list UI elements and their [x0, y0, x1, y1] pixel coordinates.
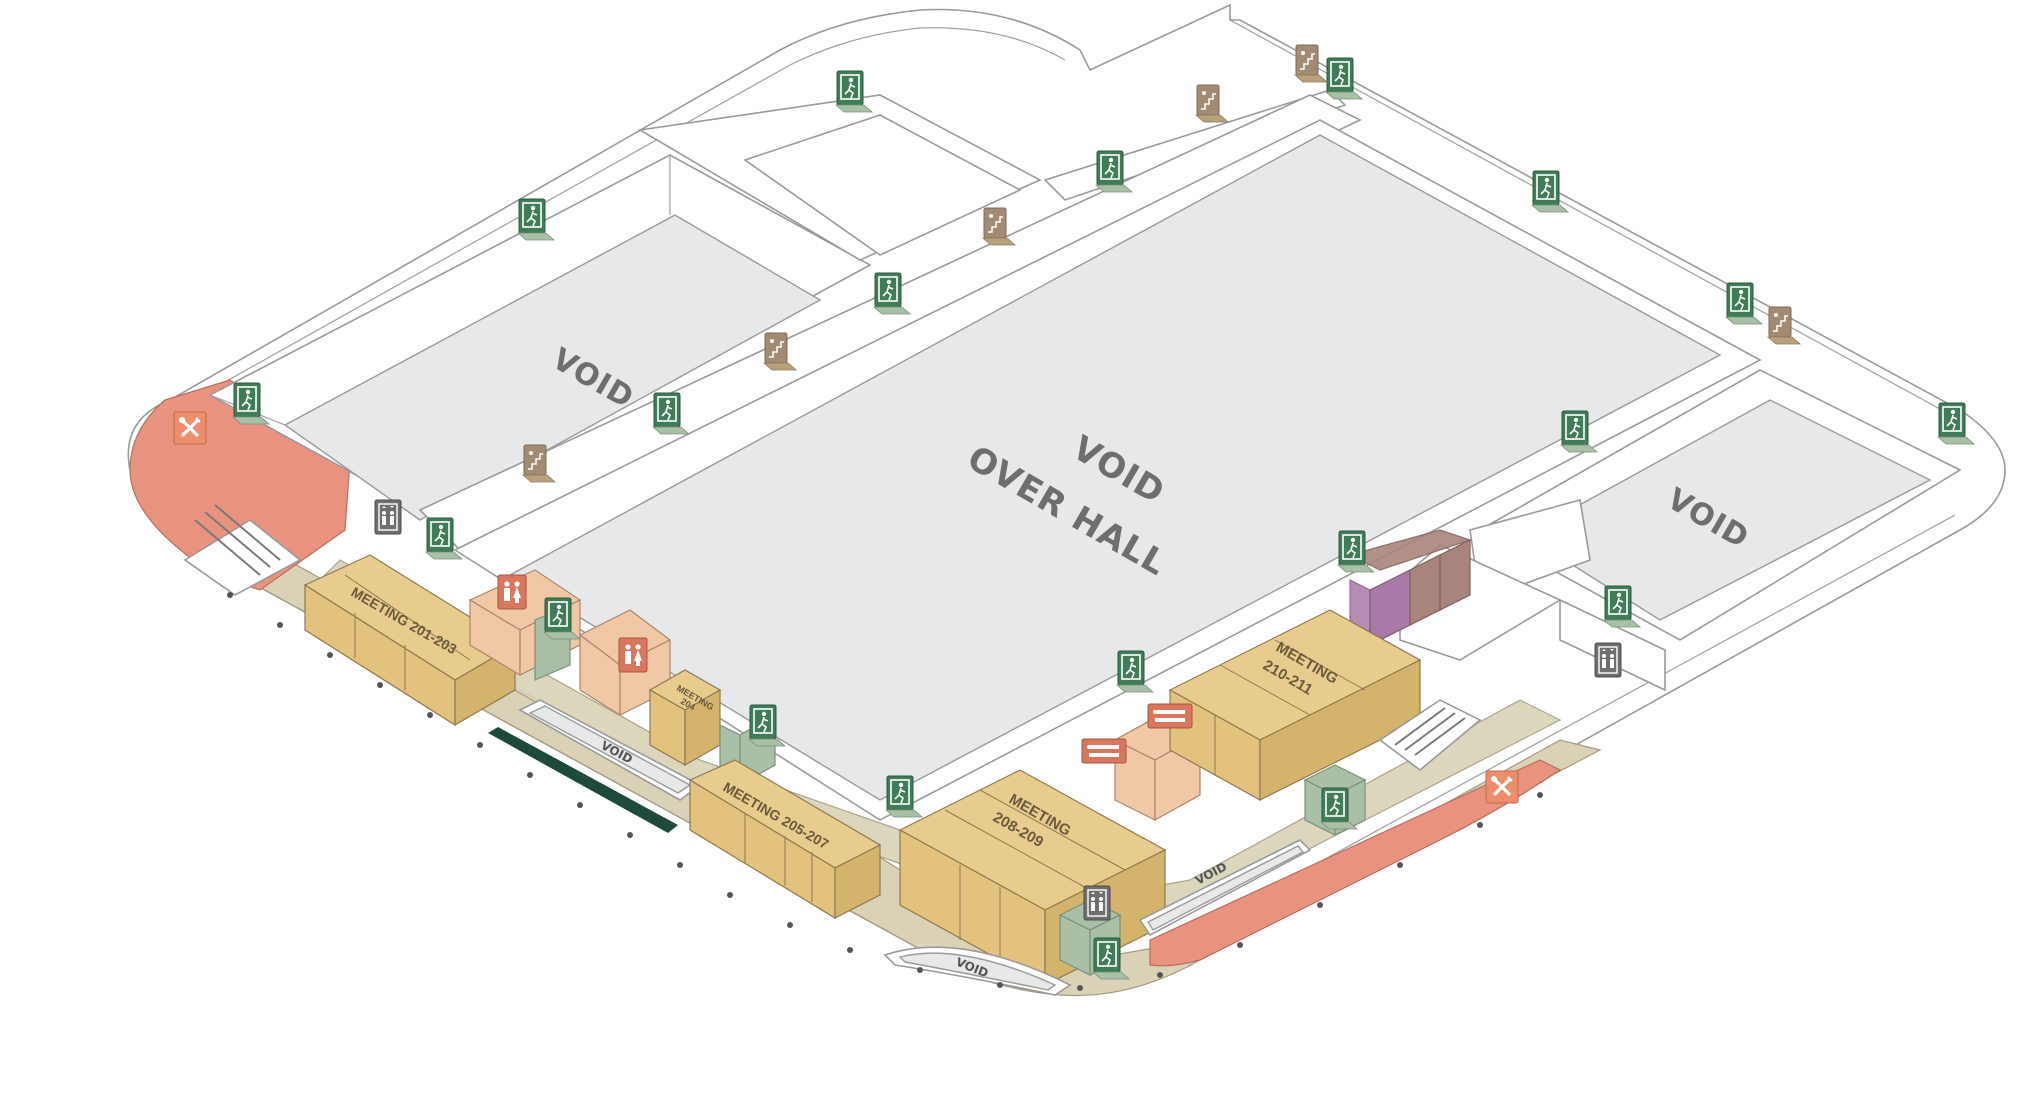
void-over-hall: VOID OVER HALL: [453, 119, 1762, 821]
elevator-icon: [1594, 642, 1622, 678]
void-small-2: VOID: [1138, 839, 1312, 937]
info-desk-icon: [1147, 703, 1193, 729]
food-court-icon: [172, 410, 208, 446]
elevator-icon: [374, 499, 402, 535]
elevator-icon: [1083, 885, 1111, 921]
restroom-icon: [618, 637, 648, 673]
column-dots: [227, 592, 1543, 991]
escalator-right: [1378, 699, 1482, 772]
meeting-room-201-203: MEETING 201-203: [303, 554, 517, 727]
void-block-left: VOID: [208, 154, 872, 521]
green-bench: [488, 727, 678, 833]
restroom-icon: [497, 574, 527, 610]
meeting-room-204: MEETING 204: [648, 669, 722, 767]
info-desk-icon: [1081, 738, 1127, 764]
food-court-icon: [1484, 769, 1520, 805]
void-small-3: VOID: [883, 946, 1072, 996]
food-court-area-right: [1149, 759, 1562, 967]
meeting-room-210-211: MEETING 210-211: [1168, 609, 1422, 802]
storage-rooms: [1348, 529, 1472, 646]
